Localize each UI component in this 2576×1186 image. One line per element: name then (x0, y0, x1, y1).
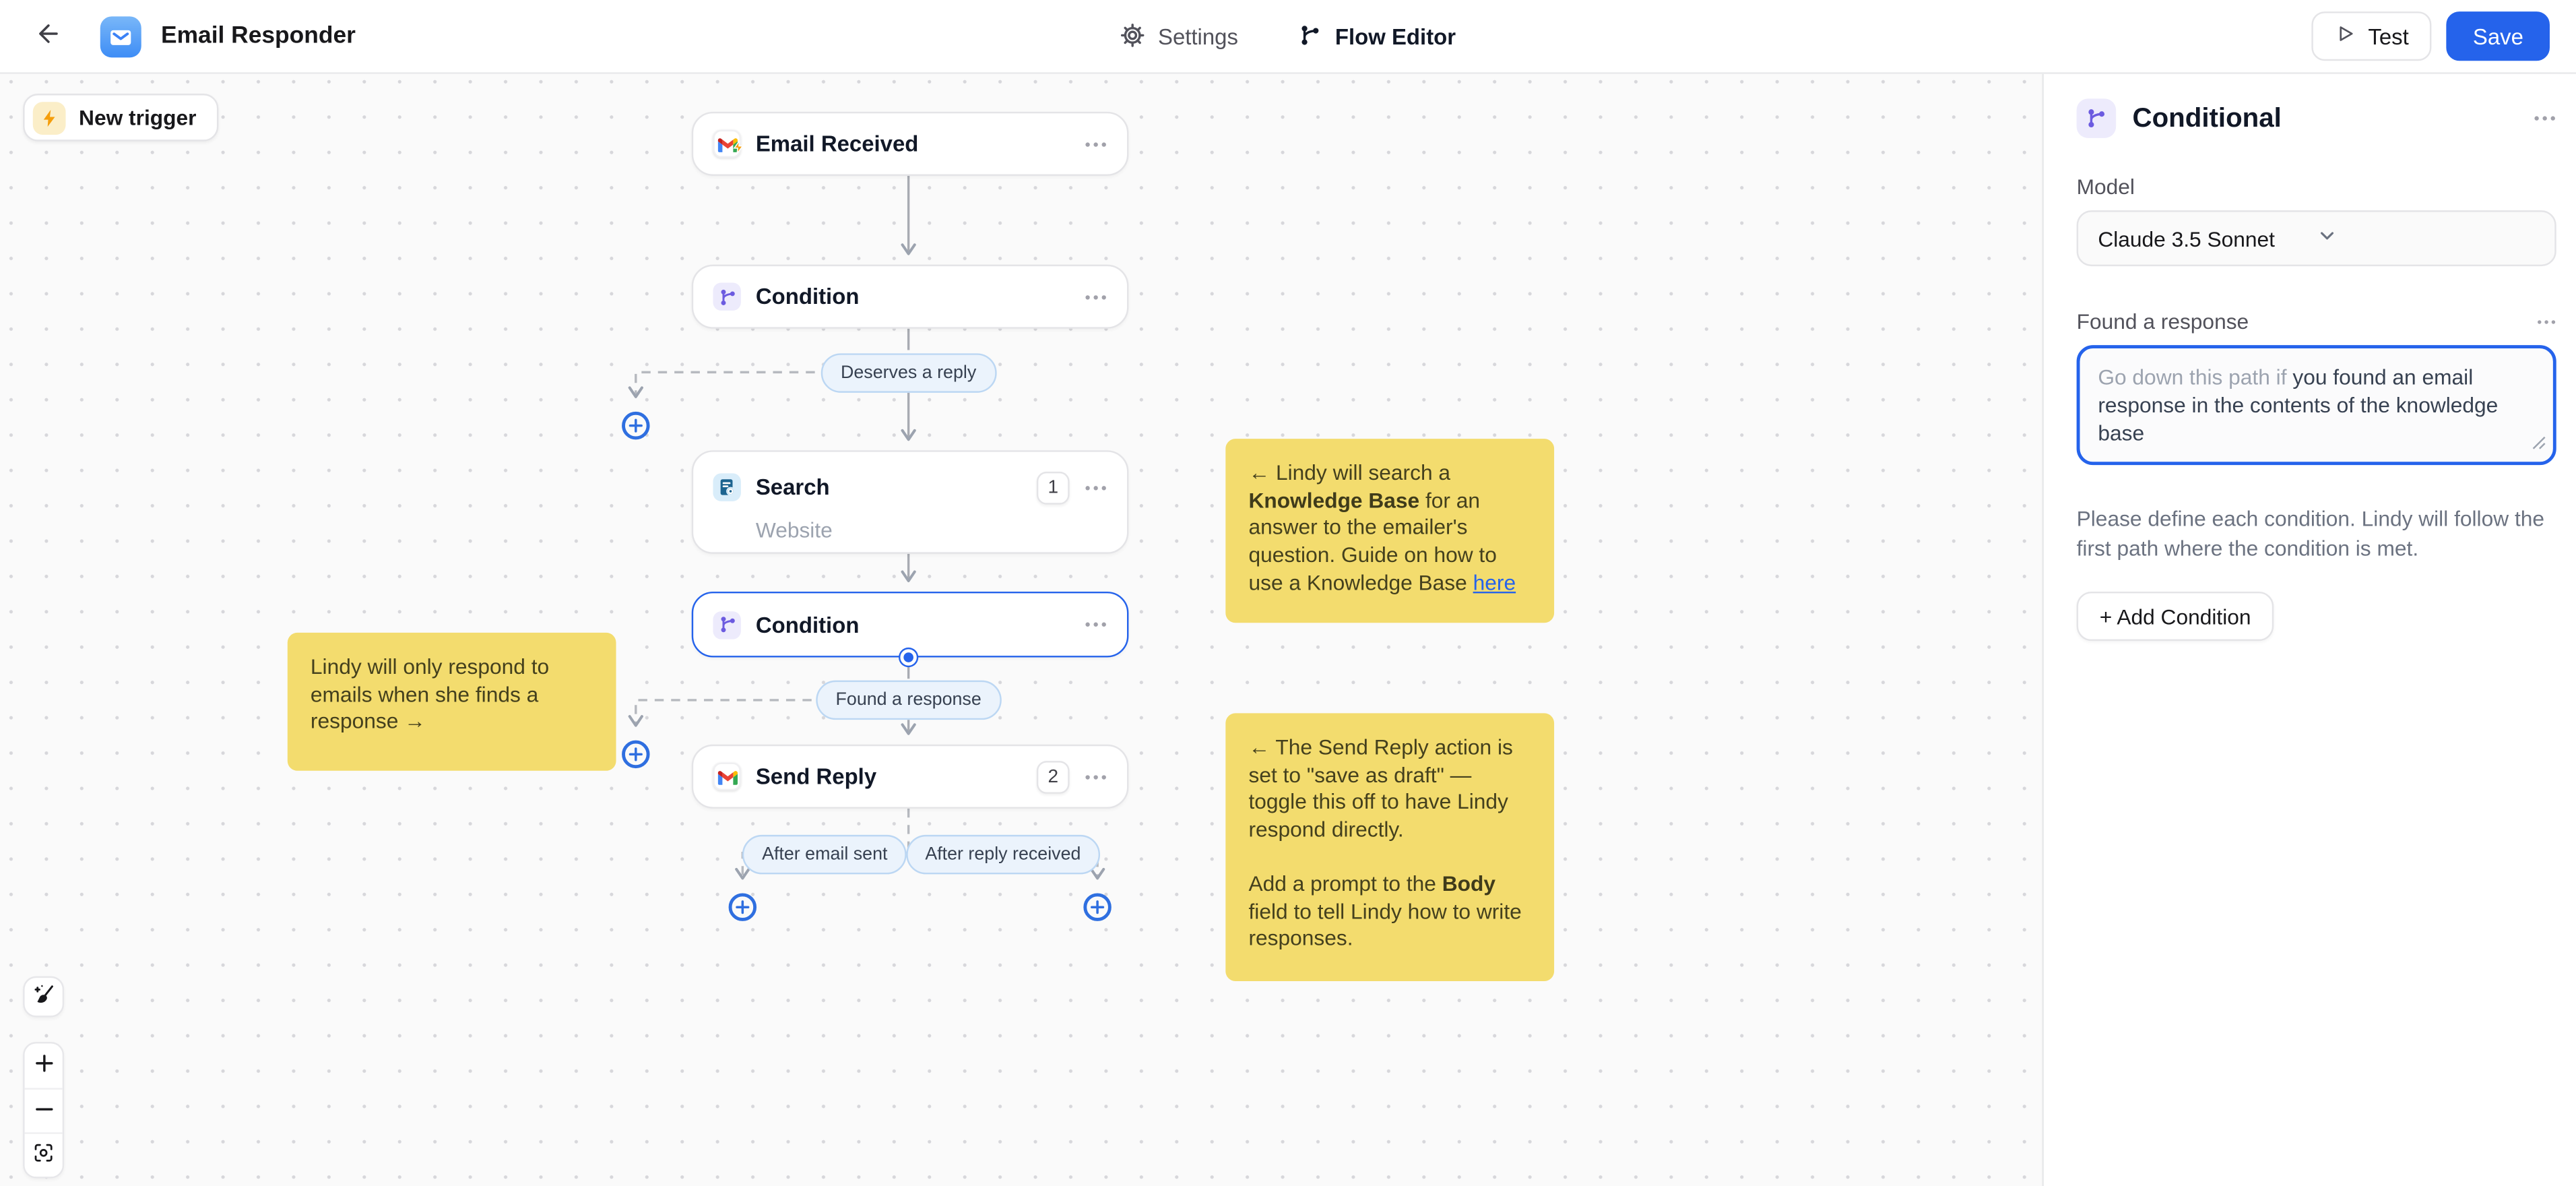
add-step-button[interactable] (622, 411, 650, 440)
zoom-in-button[interactable] (24, 1043, 63, 1088)
center-nav: Settings Flow Editor (1120, 0, 1456, 74)
back-button[interactable] (26, 15, 69, 57)
save-button[interactable]: Save (2446, 11, 2550, 61)
condition-branch-icon (713, 611, 741, 639)
condition-helper-text: Please define each condition. Lindy will… (2076, 507, 2545, 561)
node-menu-button[interactable] (1085, 484, 1107, 491)
sticky-note-respond-condition[interactable]: Lindy will only respond to emails when s… (287, 632, 616, 771)
branch-pill-after-reply-received[interactable]: After reply received (905, 834, 1101, 874)
condition-input-prefix: Go down this path if (2098, 365, 2293, 389)
node-menu-button[interactable] (1085, 773, 1107, 780)
nav-settings-label: Settings (1157, 24, 1238, 50)
add-step-button[interactable] (728, 893, 757, 921)
branch-pill-deserves-a-reply[interactable]: Deserves a reply (820, 352, 996, 392)
back-arrow-icon (34, 20, 61, 53)
lightning-icon (32, 100, 66, 134)
node-subtitle: Website (755, 518, 833, 542)
nav-flow-editor[interactable]: Flow Editor (1297, 22, 1456, 52)
sticky-note-send-reply-draft[interactable]: ← The Send Reply action is set to "save … (1225, 713, 1555, 981)
new-trigger-label: New trigger (79, 105, 197, 130)
nav-flow-editor-label: Flow Editor (1334, 24, 1456, 50)
chevron-down-icon (2317, 225, 2535, 251)
nav-settings[interactable]: Settings (1120, 22, 1238, 52)
conditional-branch-icon (2076, 98, 2117, 138)
condition-field-menu-button[interactable] (2536, 318, 2556, 325)
node-count-badge: 1 (1036, 470, 1070, 504)
node-title: Condition (755, 612, 860, 637)
knowledge-base-search-icon (713, 473, 741, 501)
node-menu-button[interactable] (1085, 141, 1107, 148)
test-button[interactable]: Test (2312, 11, 2432, 61)
fit-view-button[interactable] (24, 1132, 63, 1177)
condition-field-label: Found a response (2076, 309, 2249, 334)
node-title: Search (755, 474, 830, 500)
node-menu-button[interactable] (1085, 621, 1107, 628)
model-select[interactable]: Claude 3.5 Sonnet (2076, 210, 2556, 267)
page-title: Email Responder (161, 23, 356, 50)
branch-pill-found-a-response[interactable]: Found a response (816, 680, 1002, 720)
node-email-received[interactable]: Email Received (691, 111, 1129, 176)
play-icon (2336, 23, 2357, 49)
model-select-value: Claude 3.5 Sonnet (2098, 226, 2275, 251)
flow-canvas[interactable]: New trigger Email Received (0, 73, 2042, 1186)
gmail-trigger-icon (713, 129, 744, 158)
trigger-bolt-badge (731, 133, 746, 163)
model-label: Model (2076, 174, 2135, 199)
minus-icon (34, 1098, 53, 1123)
node-menu-button[interactable] (1085, 293, 1107, 300)
inspector-panel: Conditional Model Claude 3.5 Sonnet Foun… (2042, 73, 2576, 1186)
node-output-handle[interactable] (900, 649, 917, 666)
app-email-icon (100, 15, 141, 57)
focus-icon (33, 1142, 55, 1168)
condition-input-value: you found an email response in the conte… (2098, 365, 2499, 446)
node-condition-1[interactable]: Condition (691, 264, 1129, 329)
node-search[interactable]: Search 1 Website (691, 450, 1129, 554)
node-title: Email Received (755, 131, 919, 156)
node-condition-2-selected[interactable]: Condition (691, 591, 1129, 658)
gear-icon (1120, 22, 1145, 52)
gmail-icon (713, 762, 741, 791)
add-step-button[interactable] (1083, 893, 1112, 921)
add-condition-button[interactable]: + Add Condition (2076, 592, 2274, 642)
condition-input[interactable]: Go down this path if you found an email … (2076, 345, 2556, 466)
node-title: Send Reply (755, 764, 877, 789)
node-count-badge: 2 (1036, 759, 1070, 793)
node-send-reply[interactable]: Send Reply 2 (691, 744, 1129, 809)
sticky-note-knowledge-base[interactable]: ← Lindy will search a Knowledge Base for… (1225, 439, 1555, 623)
panel-title: Conditional (2132, 102, 2282, 133)
test-button-label: Test (2368, 24, 2409, 49)
add-step-button[interactable] (622, 740, 650, 769)
condition-branch-icon (713, 282, 741, 311)
save-button-label: Save (2472, 24, 2523, 49)
canvas-zoom-controls (23, 1042, 65, 1179)
cleanup-layout-button[interactable] (23, 976, 65, 1018)
node-title: Condition (755, 284, 860, 309)
resize-handle-icon[interactable] (2532, 429, 2546, 458)
branch-pill-after-email-sent[interactable]: After email sent (742, 834, 907, 874)
top-bar: Email Responder Settings Flow Editor (0, 0, 2576, 74)
zoom-out-button[interactable] (24, 1088, 63, 1133)
panel-menu-button[interactable] (2534, 115, 2556, 122)
plus-icon (34, 1053, 53, 1078)
flow-branch-icon (1297, 22, 1322, 52)
broom-icon (31, 982, 56, 1011)
new-trigger-button[interactable]: New trigger (23, 94, 218, 142)
